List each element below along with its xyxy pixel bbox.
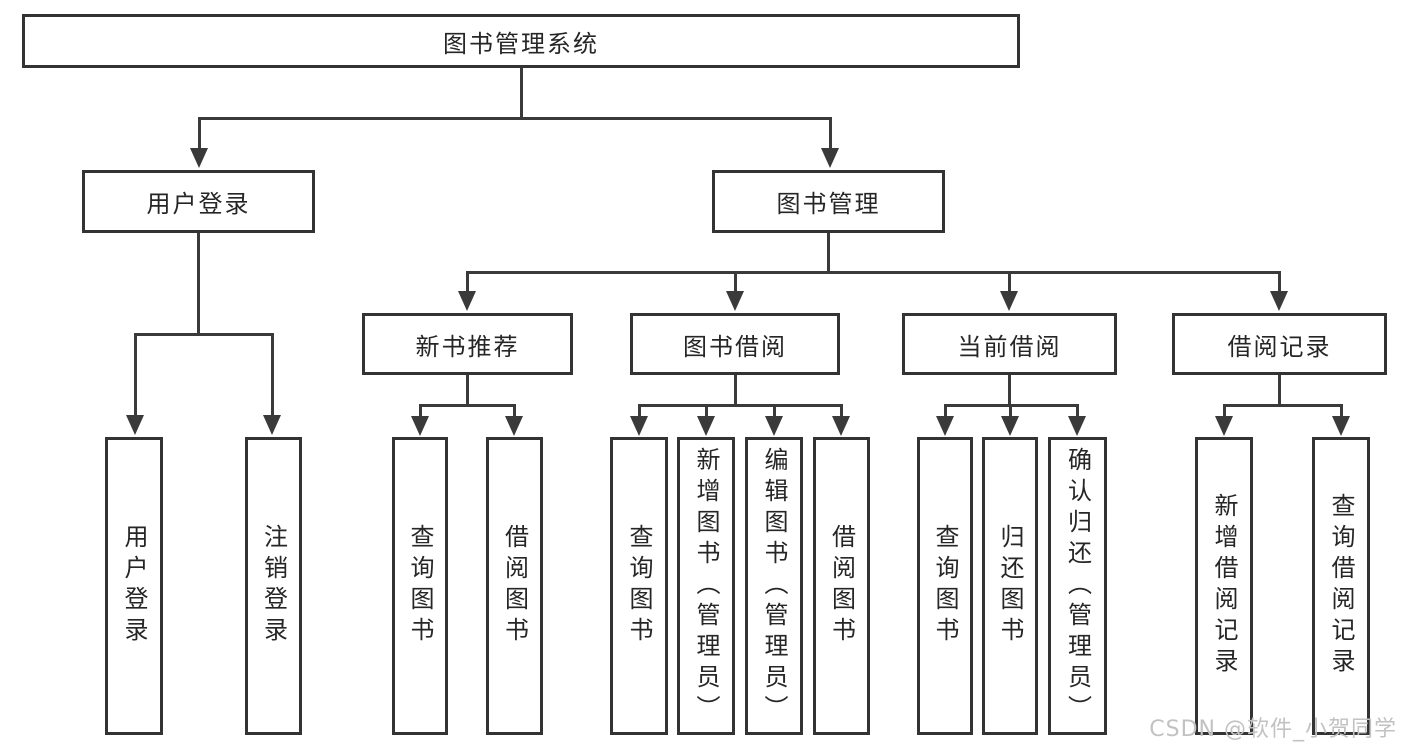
leaf-search-books-borrow: 查询图书	[610, 437, 668, 735]
leaf-return-books: 归还图书	[982, 437, 1038, 735]
leaf-search-books-recommend-label: 查询图书	[406, 524, 434, 648]
node-current-borrow: 当前借阅	[902, 313, 1117, 375]
arrowhead-new-book	[458, 291, 476, 311]
leaf-logout-label: 注销登录	[259, 524, 288, 648]
connector-drop-user-login	[197, 117, 201, 150]
connector-borrow-records-hline	[1222, 404, 1343, 407]
connector-drop-leaf-3	[512, 404, 516, 419]
leaf-confirm-return-admin: 确认归还（管理员）	[1048, 437, 1107, 735]
connector-drop-leaf-login	[133, 333, 137, 417]
arrowhead-leaf-9	[1001, 416, 1019, 436]
node-root: 图书管理系统	[22, 14, 1020, 68]
leaf-user-login: 用户登录	[105, 437, 163, 735]
arrowhead-leaf-8	[936, 416, 954, 436]
leaf-confirm-return-admin-label: 确认归还（管理员）	[1063, 446, 1092, 726]
connector-book-borrow-stem	[733, 375, 737, 407]
node-book-management-label: 图书管理	[776, 190, 881, 218]
node-book-borrow: 图书借阅	[630, 313, 840, 375]
leaf-borrow-books-recommend: 借阅图书	[486, 437, 543, 735]
connector-drop-current-borrow	[1007, 271, 1011, 293]
arrowhead-leaf-11	[1215, 416, 1233, 436]
connector-root-hline	[197, 117, 832, 120]
connector-user-login-stem	[196, 233, 200, 335]
leaf-add-books-admin-label: 新增图书（管理员）	[692, 446, 720, 726]
connector-drop-leaf-11	[1222, 404, 1226, 419]
leaf-search-books-current: 查询图书	[917, 437, 973, 735]
connector-borrow-records-stem	[1277, 375, 1281, 407]
leaf-user-login-label: 用户登录	[120, 524, 148, 648]
connector-new-book-stem	[465, 375, 469, 407]
leaf-edit-books-admin: 编辑图书（管理员）	[745, 437, 803, 735]
connector-root-stem	[519, 68, 523, 118]
connector-drop-leaf-6	[772, 404, 776, 419]
connector-drop-borrow-records	[1277, 271, 1281, 293]
connector-drop-new-book	[465, 271, 469, 293]
node-current-borrow-label: 当前借阅	[957, 332, 1062, 361]
node-root-label: 图书管理系统	[443, 29, 599, 58]
node-borrow-records-label: 借阅记录	[1227, 332, 1332, 361]
arrowhead-borrow-records	[1270, 291, 1288, 311]
connector-drop-book-management	[828, 117, 832, 150]
arrowhead-leaf-6	[765, 416, 783, 436]
connector-book-management-hline	[465, 271, 1281, 274]
arrowhead-leaf-7	[832, 416, 850, 436]
leaf-search-books-borrow-label: 查询图书	[625, 524, 653, 648]
leaf-return-books-label: 归还图书	[996, 524, 1024, 648]
leaf-add-borrow-record-label: 新增借阅记录	[1210, 493, 1238, 679]
arrowhead-leaf-3	[505, 416, 523, 436]
leaf-logout: 注销登录	[245, 437, 302, 735]
connector-drop-leaf-12	[1339, 404, 1343, 419]
leaf-edit-books-admin-label: 编辑图书（管理员）	[760, 446, 788, 726]
node-user-login-label: 用户登录	[146, 190, 251, 218]
node-new-book-recommend-label: 新书推荐	[415, 332, 520, 361]
connector-drop-leaf-9	[1008, 404, 1012, 419]
connector-book-borrow-hline	[637, 404, 843, 407]
arrowhead-current-borrow	[1000, 291, 1018, 311]
connector-current-borrow-stem	[1007, 375, 1011, 407]
connector-book-management-stem	[826, 233, 830, 274]
node-book-management: 图书管理	[712, 170, 945, 233]
arrowhead-leaf-4	[630, 416, 648, 436]
leaf-borrow-books-label: 借阅图书	[827, 524, 856, 648]
connector-drop-leaf-5	[704, 404, 708, 419]
connector-drop-leaf-logout	[270, 333, 274, 417]
connector-drop-leaf-10	[1075, 404, 1079, 419]
node-new-book-recommend: 新书推荐	[362, 313, 573, 375]
connector-user-login-hline	[133, 333, 274, 336]
arrowhead-book-management	[821, 148, 839, 168]
connector-drop-leaf-2	[418, 404, 422, 419]
arrowhead-leaf-logout	[263, 415, 281, 435]
node-book-borrow-label: 图书借阅	[683, 332, 787, 361]
leaf-search-books-recommend: 查询图书	[392, 437, 448, 735]
leaf-search-borrow-record-label: 查询借阅记录	[1327, 493, 1355, 679]
leaf-add-books-admin: 新增图书（管理员）	[677, 437, 735, 735]
node-user-login: 用户登录	[82, 170, 315, 233]
arrowhead-book-borrow	[726, 291, 744, 311]
arrowhead-leaf-12	[1332, 416, 1350, 436]
watermark: CSDN @软件_小贺同学	[1149, 717, 1397, 742]
arrowhead-leaf-10	[1068, 416, 1086, 436]
connector-drop-leaf-4	[637, 404, 641, 419]
arrowhead-leaf-2	[411, 416, 429, 436]
leaf-search-books-current-label: 查询图书	[931, 524, 959, 648]
connector-drop-leaf-8	[943, 404, 947, 419]
connector-new-book-hline	[418, 404, 516, 407]
node-borrow-records: 借阅记录	[1172, 313, 1387, 375]
arrowhead-leaf-5	[697, 416, 715, 436]
leaf-borrow-books: 借阅图书	[813, 437, 870, 735]
leaf-add-borrow-record: 新增借阅记录	[1195, 437, 1253, 735]
leaf-search-borrow-record: 查询借阅记录	[1312, 437, 1370, 735]
connector-drop-book-borrow	[733, 271, 737, 293]
arrowhead-user-login	[190, 148, 208, 168]
arrowhead-leaf-login	[126, 415, 144, 435]
leaf-borrow-books-recommend-label: 借阅图书	[500, 524, 529, 648]
connector-drop-leaf-7	[839, 404, 843, 419]
